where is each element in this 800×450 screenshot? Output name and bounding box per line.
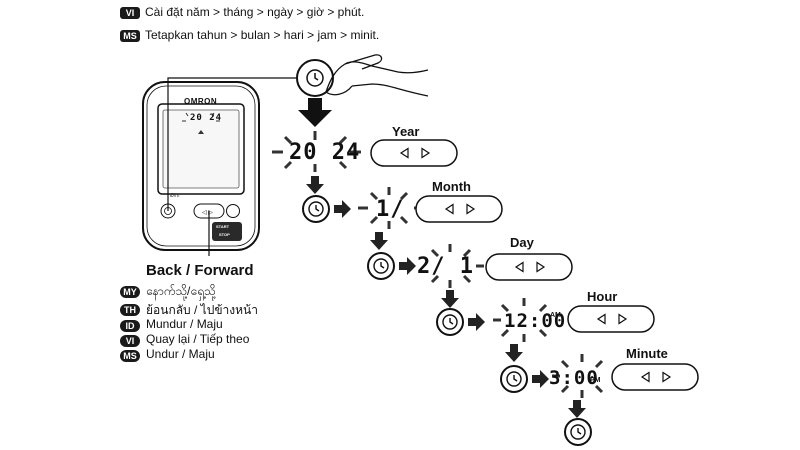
lcd-year-readout: 20 24	[190, 113, 223, 123]
language-badge-my: MY	[120, 286, 140, 298]
minute-ampm: PM	[590, 377, 601, 384]
start-stop-label-1: START	[216, 224, 230, 229]
back-forward-ms: Undur / Maju	[146, 347, 215, 361]
step-label-day: Day	[510, 235, 534, 250]
step-label-month: Month	[432, 179, 471, 194]
hour-display: 12:00	[504, 310, 567, 332]
svg-text:Ø/m: Ø/m	[170, 193, 179, 199]
language-badge-th: TH	[120, 304, 140, 316]
back-forward-title: Back / Forward	[146, 262, 254, 279]
start-stop-label-2: STOP	[219, 232, 230, 237]
blood-pressure-monitor: ◁ ▷ Ø/m	[142, 81, 260, 251]
language-badge-id: ID	[120, 320, 140, 332]
instruction-line-vi: Cài đặt năm > tháng > ngày > giờ > phút.	[145, 5, 365, 19]
language-badge-ms: MS	[120, 30, 140, 42]
brand-logo: OMRON	[184, 97, 218, 106]
back-forward-th: ย้อนกลับ / ไปข้างหน้า	[146, 303, 258, 317]
language-badge-vi-2: VI	[120, 335, 140, 347]
language-badge-vi: VI	[120, 7, 140, 19]
step-label-hour: Hour	[587, 289, 618, 304]
svg-text:◁ ▷: ◁ ▷	[202, 210, 213, 216]
day-display: 2/ 1	[417, 254, 474, 279]
language-badge-ms-2: MS	[120, 350, 140, 362]
back-forward-id: Mundur / Maju	[146, 317, 223, 331]
instruction-line-ms: Tetapkan tahun > bulan > hari > jam > mi…	[145, 28, 380, 42]
step-label-year: Year	[392, 124, 420, 139]
back-forward-my: နောက်သို့/ရှေ့သို့	[146, 284, 216, 298]
hour-ampm: AM	[550, 312, 561, 319]
minute-display: 3:00	[549, 367, 599, 389]
back-forward-vi: Quay lại / Tiếp theo	[146, 332, 250, 346]
year-display: 20 24	[289, 140, 361, 165]
month-display: 1/	[376, 197, 405, 222]
step-label-minute: Minute	[626, 346, 668, 361]
